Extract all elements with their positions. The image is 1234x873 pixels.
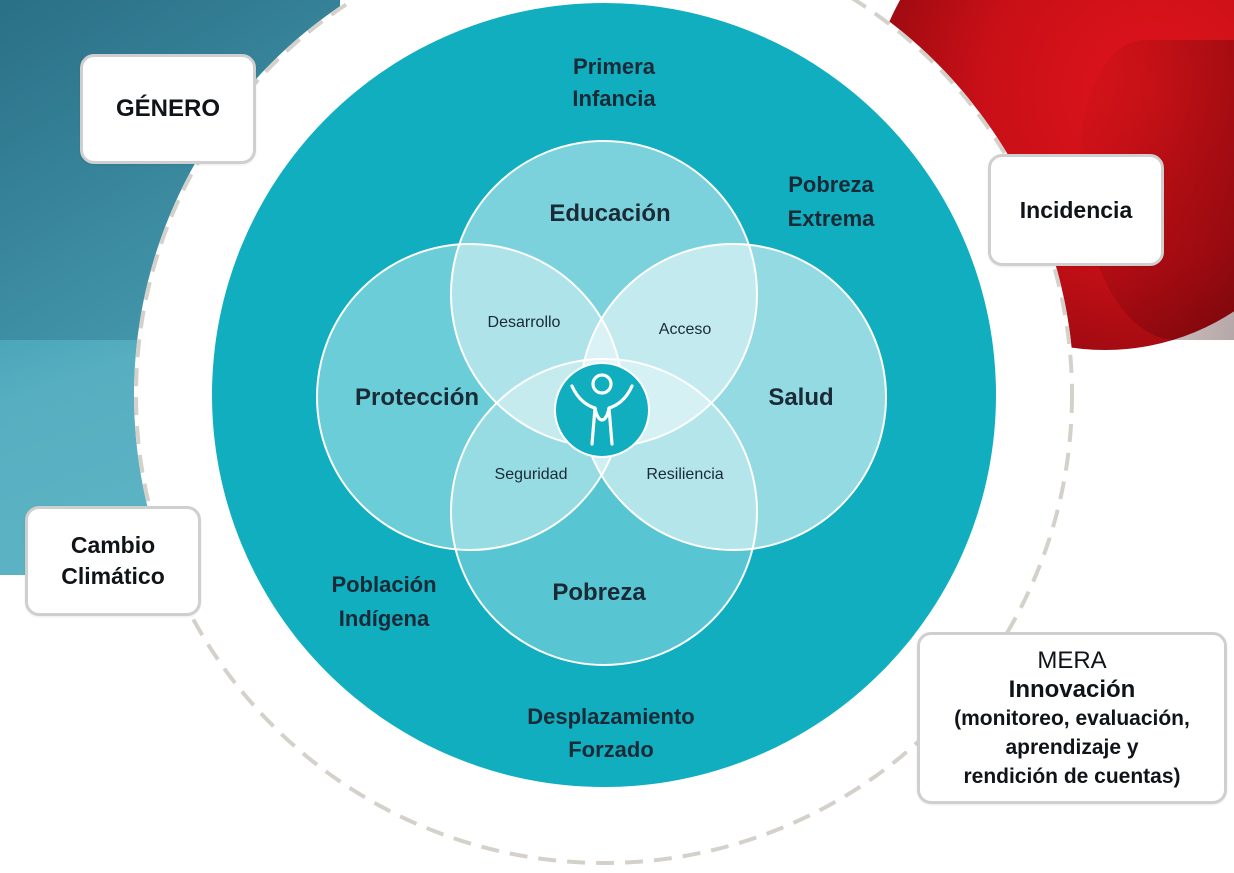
genero-box: GÉNERO: [80, 54, 256, 164]
label-primera-infancia-2: Infancia: [572, 86, 656, 111]
venn-circles: [316, 140, 887, 666]
label-pobreza-extrema-1: Pobreza: [788, 172, 874, 197]
label-desarrollo: Desarrollo: [488, 314, 561, 331]
label-proteccion: Protección: [355, 384, 479, 411]
label-poblacion-indigena-2: Indígena: [339, 606, 430, 631]
label-seguridad: Seguridad: [495, 466, 568, 483]
label-primera-infancia-1: Primera: [573, 54, 656, 79]
mera-line-3: rendición de cuentas): [963, 764, 1181, 788]
mera-line-2: aprendizaje y: [1005, 735, 1139, 759]
label-acceso: Acceso: [659, 321, 712, 338]
mera-line-1: (monitoreo, evaluación,: [954, 706, 1190, 730]
label-educacion: Educación: [549, 200, 670, 227]
incidencia-label: Incidencia: [1019, 196, 1133, 223]
label-salud: Salud: [768, 384, 833, 411]
circle-pobreza: [450, 358, 758, 666]
label-pobreza-extrema-2: Extrema: [788, 206, 876, 231]
cambio-climatico-label-2: Climático: [61, 563, 165, 589]
cambio-climatico-box: Cambio Climático: [25, 506, 201, 616]
mera-title: MERA: [1037, 646, 1107, 674]
child-arms-raised-icon: [570, 373, 634, 446]
incidencia-box: Incidencia: [988, 154, 1164, 266]
mera-subtitle: Innovación: [1008, 675, 1136, 703]
cambio-climatico-label-1: Cambio: [70, 532, 156, 558]
label-poblacion-indigena-1: Población: [331, 572, 436, 597]
label-resiliencia: Resiliencia: [646, 466, 723, 483]
label-desplazamiento-forzado-2: Forzado: [568, 737, 654, 762]
label-pobreza: Pobreza: [552, 579, 646, 606]
genero-label: GÉNERO: [115, 95, 220, 122]
mera-box: MERA Innovación (monitoreo, evaluación, …: [917, 632, 1227, 804]
dashed-ring: [134, 0, 1074, 865]
center-dot: [554, 362, 650, 458]
label-desplazamiento-forzado-1: Desplazamiento: [527, 704, 695, 729]
